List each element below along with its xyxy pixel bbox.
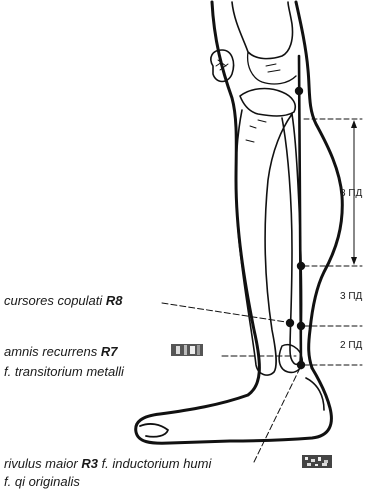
toe-outline <box>140 424 168 437</box>
label-r3-code: R3 <box>81 456 98 471</box>
femur-condyle <box>232 2 293 59</box>
measure-2-label: 2 ПД <box>340 340 363 351</box>
leg-drawing <box>136 2 343 443</box>
measure-8-label: 8 ПД <box>340 188 363 199</box>
dim-arrow-top <box>351 120 357 128</box>
label-r3-note: f. inductorium humi <box>102 456 213 471</box>
dim-arrow-bottom <box>351 257 357 265</box>
measure-3-label: 3 ПД <box>340 291 363 302</box>
tibia-head <box>240 89 295 116</box>
acupoints <box>286 87 305 369</box>
leg-right-contour <box>296 2 342 368</box>
acupoint-r8 <box>286 319 294 327</box>
leader-r8 <box>162 303 286 322</box>
acupoint-knee <box>295 87 303 95</box>
r3-pictogram <box>302 455 332 468</box>
label-r7-note: f. transitorium metalli <box>4 364 125 379</box>
label-r7-code: R7 <box>101 344 118 359</box>
femur-shading <box>266 64 280 72</box>
leader-r3 <box>254 368 300 462</box>
r7-pictogram <box>171 344 203 356</box>
label-r8-name: cursores copulati <box>4 293 103 308</box>
tibia-shading <box>246 120 266 142</box>
label-r3-name: rivulus maior <box>4 456 78 471</box>
label-r8: cursores copulati R8 <box>4 293 123 308</box>
label-r8-code: R8 <box>106 293 123 308</box>
label-r7: amnis recurrens R7 <box>4 344 118 359</box>
label-r7-name: amnis recurrens <box>4 344 98 359</box>
meridian-line <box>299 56 301 368</box>
label-r3-note2: f. qi originalis <box>4 474 80 489</box>
leader-lines <box>162 303 300 462</box>
tibia-shaft <box>236 110 292 375</box>
label-r3: rivulus maior R3 f. inductorium humi <box>4 456 212 471</box>
meridian <box>299 56 301 368</box>
